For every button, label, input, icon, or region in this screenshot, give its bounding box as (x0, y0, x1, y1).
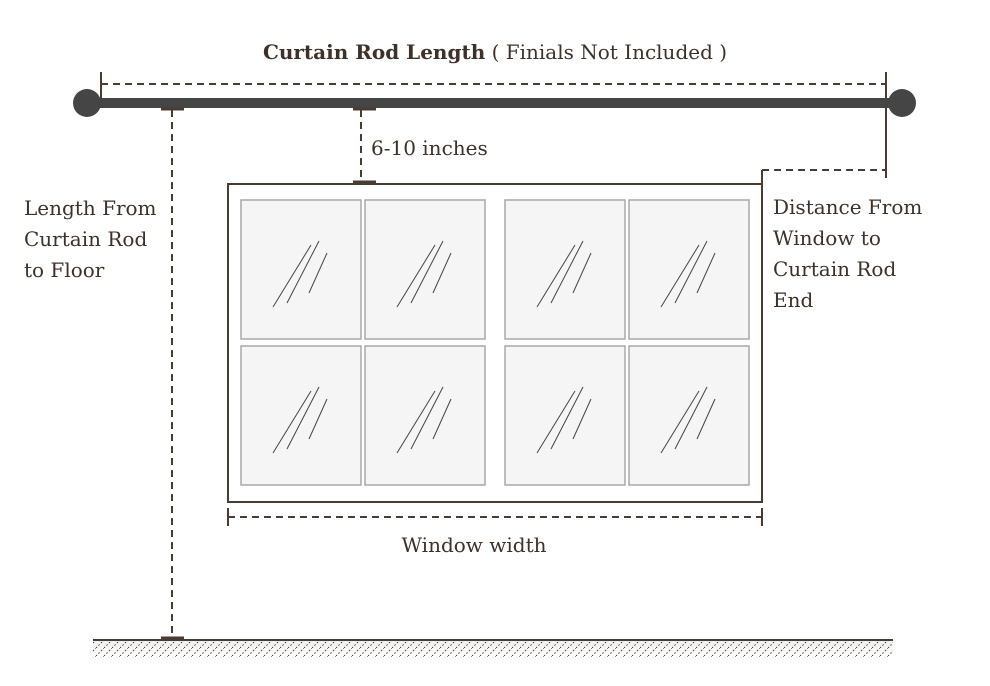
glass-reflection (674, 240, 708, 304)
window-pane (364, 199, 486, 340)
glass-reflection (272, 244, 312, 308)
floor (93, 639, 893, 658)
glass-reflection (410, 240, 444, 304)
glass-reflection (536, 244, 576, 308)
rod-to-floor-label: Length From Curtain Rod to Floor (24, 196, 163, 282)
glass-reflection (308, 398, 328, 440)
glass-reflection (272, 390, 312, 454)
left-finial (73, 89, 101, 117)
window-pane (504, 345, 626, 486)
glass-reflection (286, 240, 320, 304)
window-to-rod-end-dimension (761, 108, 887, 184)
glass-reflection (308, 252, 328, 294)
rod-length-title: Curtain Rod Length ( Finials Not Include… (263, 40, 727, 64)
glass-reflection (396, 244, 436, 308)
glass-reflection (660, 244, 700, 308)
glass-reflection (550, 386, 584, 450)
right-finial (888, 89, 916, 117)
window (227, 183, 763, 503)
glass-reflection (674, 386, 708, 450)
window-width-label: Window width (401, 533, 546, 557)
glass-reflection (550, 240, 584, 304)
window-pane (628, 199, 750, 340)
window-pane (628, 345, 750, 486)
glass-reflection (536, 390, 576, 454)
glass-reflection (572, 252, 592, 294)
window-pane (364, 345, 486, 486)
glass-reflection (410, 386, 444, 450)
glass-reflection (660, 390, 700, 454)
rod-to-window-gap-dimension (353, 107, 376, 184)
window-pane (240, 345, 362, 486)
window-width-dimension (227, 508, 763, 526)
gap-label: 6-10 inches (371, 136, 488, 160)
glass-reflection (696, 398, 716, 440)
glass-reflection (432, 398, 452, 440)
glass-reflection (432, 252, 452, 294)
curtain-rod (73, 89, 916, 117)
glass-reflection (572, 398, 592, 440)
glass-reflection (696, 252, 716, 294)
window-pane (240, 199, 362, 340)
glass-reflection (396, 390, 436, 454)
glass-reflection (286, 386, 320, 450)
rod-to-floor-dimension (161, 107, 184, 640)
window-pane (504, 199, 626, 340)
rod-length-dimension (100, 72, 887, 100)
window-to-rod-end-label: Distance From Window to Curtain Rod End (773, 195, 929, 312)
